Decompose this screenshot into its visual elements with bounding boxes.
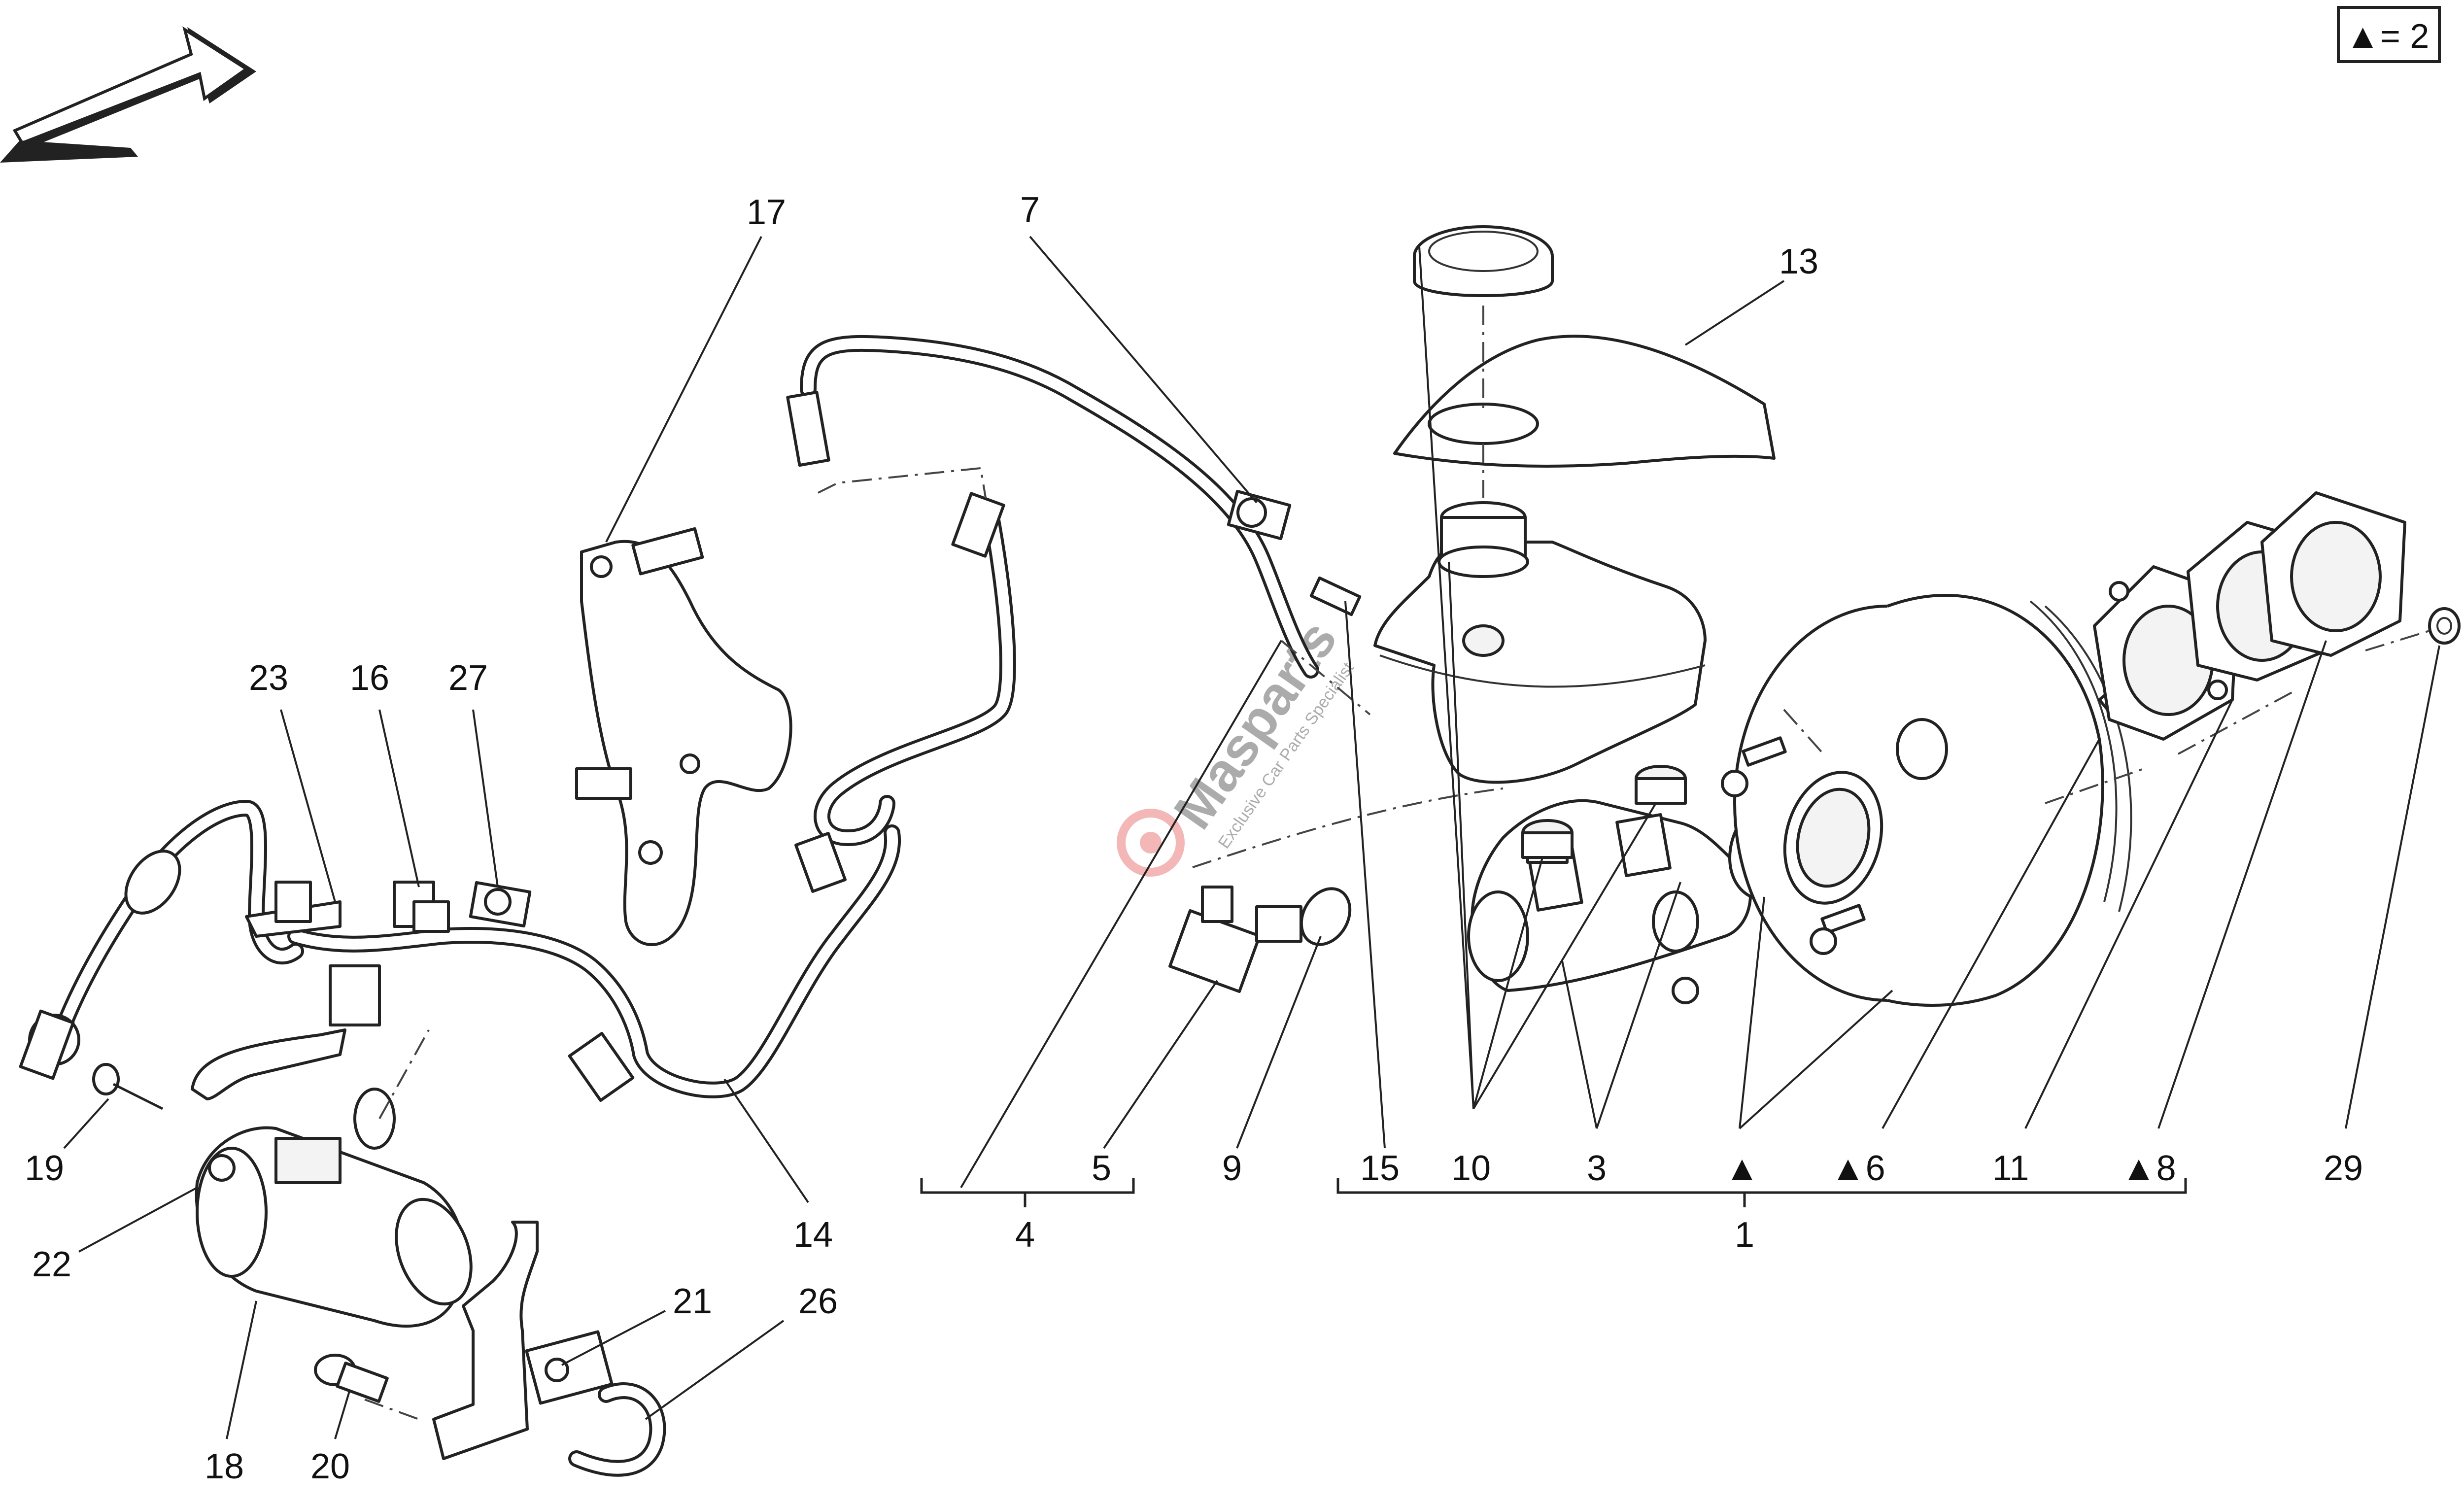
heat-shield-13 [1393,335,1776,468]
label-17: 17 [747,193,786,232]
bolt-20 [314,1354,389,1403]
clip-16 [393,881,450,933]
reservoir-cap [1413,225,1554,297]
label-26: 26 [798,1282,838,1321]
label-11: 11 [1992,1149,2029,1188]
label-19: 19 [25,1149,64,1188]
grommets-10 [1521,765,1687,859]
label-18: 18 [205,1447,244,1486]
label-10: 10 [1451,1149,1491,1188]
brace-group-1 [1336,1178,2187,1207]
label-21: 21 [673,1282,712,1321]
label-8: ▲8 [2121,1149,2176,1188]
label-29: 29 [2324,1149,2363,1188]
leader-lines [63,236,2440,1439]
label-16: 16 [350,658,389,698]
quantity-legend: ▲ = 2 [2337,6,2441,63]
label-3: 3 [1587,1149,1607,1188]
hose-26 [568,1382,666,1477]
label-7: 7 [1020,190,1040,230]
gasket-8 [2187,491,2406,682]
label-4: 4 [1015,1215,1035,1255]
label-27: 27 [448,658,488,698]
label-6: ▲6 [1830,1149,1885,1188]
label-20: 20 [310,1447,350,1486]
vacuum-hose [19,800,304,1080]
label-1: 1 [1735,1215,1754,1255]
legend-triangle-icon: ▲ [2346,17,2380,55]
fluid-reservoir [1373,501,1707,784]
label-5: 5 [1092,1149,1111,1188]
label-14: 14 [793,1215,833,1255]
label-15: 15 [1360,1149,1400,1188]
legend-box [2337,6,2441,63]
washer-9 [1300,887,1352,946]
label-9: 9 [1222,1149,1242,1188]
bracket-17 [575,527,792,946]
brace-group-4 [920,1178,1135,1207]
watermark: Masparts Exclusive Car Parts Specialist [1117,610,1358,877]
clip-27 [469,881,532,928]
nut-29 [2428,607,2461,645]
fitting-15 [1309,576,1362,616]
brake-pipe-14 [287,335,1319,1102]
legend-quantity-text: = 2 [2380,17,2429,55]
bolt-19 [92,1063,164,1110]
brake-booster-6 [1721,594,2155,1007]
label-22: 22 [32,1245,71,1284]
pressure-sensor-5 [1168,886,1302,993]
watermark-logo-icon [1117,809,1185,877]
fitting-7 [1227,489,1292,541]
assembly-lines [364,306,2430,1420]
direction-arrow-icon [0,26,256,163]
vacuum-pump-18 [195,1088,473,1328]
label-triangle: ▲ [1724,1149,1759,1188]
bracket-23 [191,881,381,1100]
label-23: 23 [249,658,288,698]
part-labels: 17 7 13 23 16 27 19 22 18 20 21 26 14 5 … [25,190,2363,1486]
label-13: 13 [1779,242,1818,281]
